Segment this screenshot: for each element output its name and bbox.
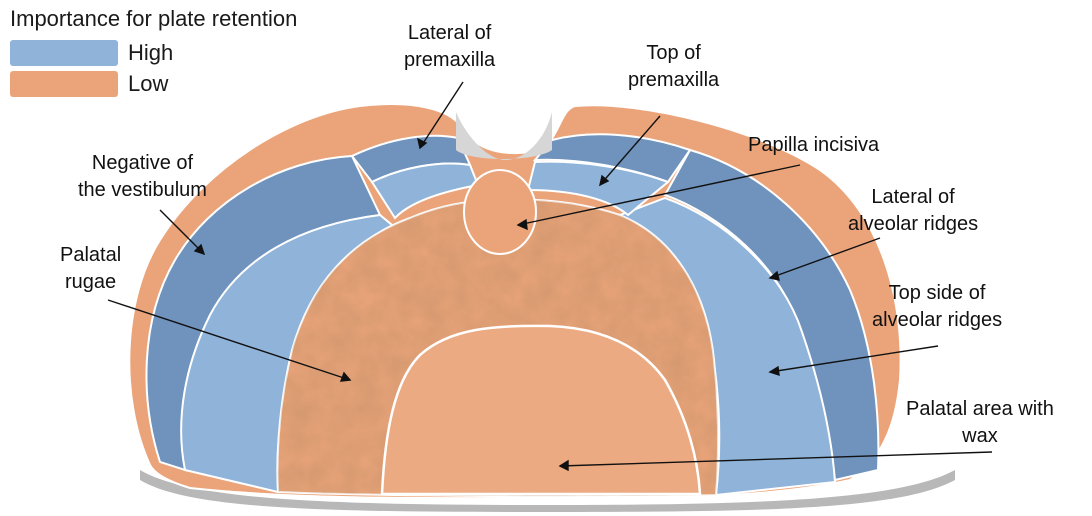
legend-item-high: High: [10, 40, 173, 66]
label-palatal-wax: Palatal area with wax: [906, 396, 1054, 450]
label-vestibulum: Negative of the vestibulum: [78, 150, 207, 204]
label-palatal-rugae-line2: rugae: [60, 269, 121, 296]
legend-swatch-low: [10, 71, 118, 97]
label-top-premaxilla-line1: Top of: [628, 40, 719, 67]
label-papilla-incisiva: Papilla incisiva: [748, 132, 879, 159]
label-palatal-rugae: Palatal rugae: [60, 242, 121, 296]
label-palatal-rugae-line1: Palatal: [60, 242, 121, 269]
legend-label-low: Low: [128, 71, 168, 97]
label-lateral-premaxilla-line1: Lateral of: [404, 20, 495, 47]
label-lateral-alveolar-line2: alveolar ridges: [848, 211, 978, 238]
label-vestibulum-line2: the vestibulum: [78, 177, 207, 204]
label-lateral-premaxilla-line2: premaxilla: [404, 47, 495, 74]
label-top-alveolar-line1: Top side of: [872, 280, 1002, 307]
label-lateral-alveolar: Lateral of alveolar ridges: [848, 184, 978, 238]
label-top-alveolar: Top side of alveolar ridges: [872, 280, 1002, 334]
papilla-incisiva-region: [464, 170, 536, 254]
label-lateral-alveolar-line1: Lateral of: [848, 184, 978, 211]
legend-label-high: High: [128, 40, 173, 66]
label-palatal-wax-line1: Palatal area with: [906, 396, 1054, 423]
label-papilla-line1: Papilla incisiva: [748, 132, 879, 159]
legend-swatch-high: [10, 40, 118, 66]
legend-item-low: Low: [10, 71, 168, 97]
label-palatal-wax-line2: wax: [906, 423, 1054, 450]
label-top-premaxilla: Top of premaxilla: [628, 40, 719, 94]
label-vestibulum-line1: Negative of: [78, 150, 207, 177]
label-top-premaxilla-line2: premaxilla: [628, 67, 719, 94]
label-lateral-premaxilla: Lateral of premaxilla: [404, 20, 495, 74]
label-top-alveolar-line2: alveolar ridges: [872, 307, 1002, 334]
legend-title: Importance for plate retention: [10, 6, 297, 32]
